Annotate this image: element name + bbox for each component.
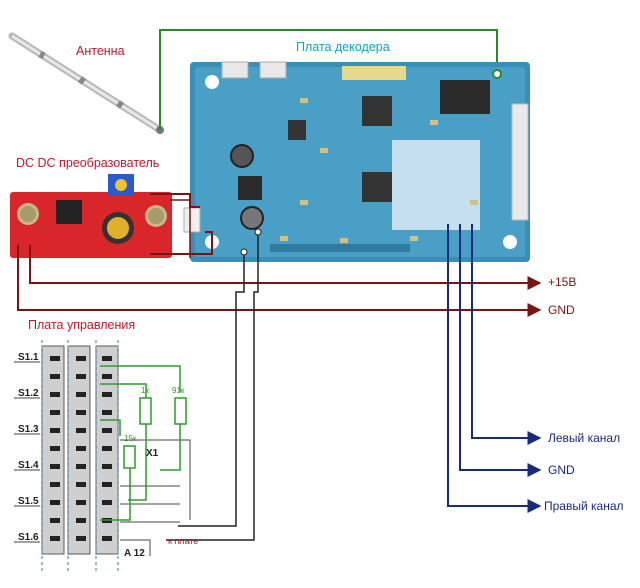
control-board-label: Плата управления — [28, 318, 136, 332]
resistor-label-1k: 1к — [141, 386, 149, 395]
control-board-image — [12, 340, 244, 572]
right-channel-label: Правый канал — [544, 499, 624, 513]
antenna-wire — [159, 29, 498, 130]
switch-label-5: S1.5 — [18, 496, 39, 507]
gnd-audio-wire — [459, 224, 542, 477]
control-wire-a — [178, 252, 245, 527]
resistor-label-91k: 91к — [172, 386, 185, 395]
dcdc-output-wire-c — [170, 199, 191, 258]
to-board-label: к плате — [168, 536, 199, 546]
left-channel-wire — [471, 224, 542, 445]
dcdc-output-wire-b — [150, 231, 213, 255]
gnd-audio-label: GND — [548, 463, 575, 477]
decoder-board-image — [190, 61, 530, 262]
gnd-power-label: GND — [548, 303, 575, 317]
left-channel-label: Левый канал — [548, 431, 621, 445]
a12-label: A 12 — [124, 548, 145, 559]
switch-label-6: S1.6 — [18, 532, 39, 543]
control-wire-b — [166, 232, 259, 541]
resistor-label-15k: 15к — [124, 434, 137, 443]
right-channel-wire — [447, 224, 542, 513]
plus15-label: +15В — [548, 275, 577, 289]
gnd-power-wire — [17, 245, 542, 317]
switch-label-4: S1.4 — [18, 460, 39, 471]
antenna-label: Антенна — [76, 44, 125, 58]
switch-label-1: S1.1 — [18, 352, 39, 363]
connector-x1-label: X1 — [146, 448, 159, 459]
switch-label-2: S1.2 — [18, 388, 39, 399]
dcdc-converter-image — [10, 174, 201, 258]
plus15-wire — [29, 245, 542, 290]
dcdc-label: DC DC преобразователь — [16, 156, 160, 170]
switch-label-3: S1.3 — [18, 424, 39, 435]
decoder-label: Плата декодера — [296, 40, 390, 54]
